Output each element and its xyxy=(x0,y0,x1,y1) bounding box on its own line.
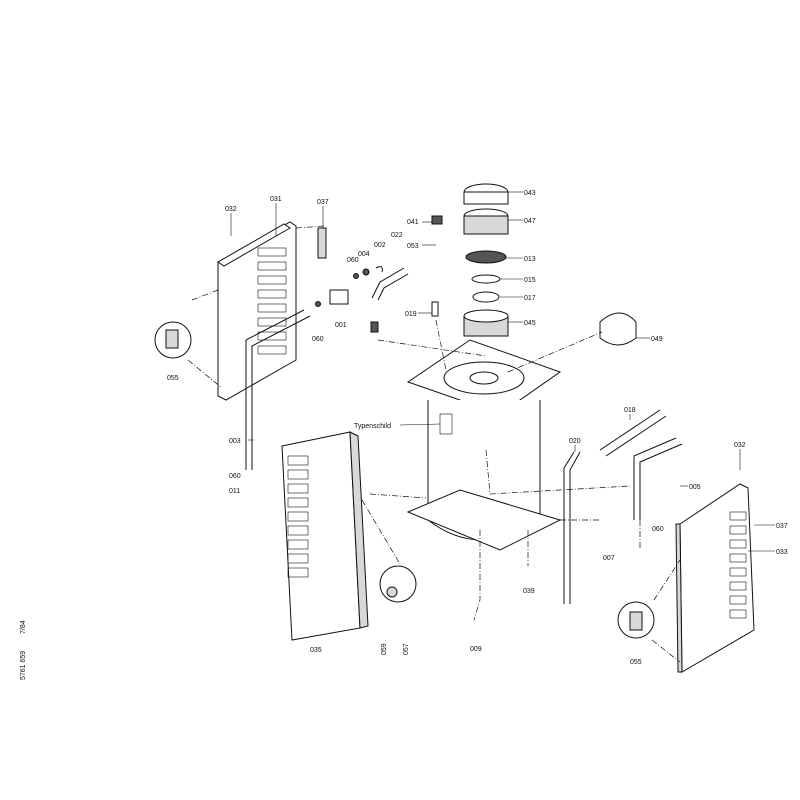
label-041: 041 xyxy=(407,219,419,226)
label-053: 053 xyxy=(407,243,419,250)
label-019: 019 xyxy=(405,311,417,318)
pipe-022 xyxy=(377,273,409,301)
pipe-003 xyxy=(251,315,311,470)
label-022: 022 xyxy=(391,232,403,239)
drawing-date: 7/84 xyxy=(20,620,27,634)
label-060: 060 xyxy=(652,526,664,533)
label-017: 017 xyxy=(524,295,536,302)
label-001: 001 xyxy=(335,322,347,329)
right-side-panel xyxy=(675,483,755,673)
part-049 xyxy=(599,312,637,346)
label-031: 031 xyxy=(270,196,282,203)
label-035: 035 xyxy=(310,647,322,654)
label-032: 032 xyxy=(734,442,746,449)
label-043: 043 xyxy=(524,190,536,197)
burner-stack xyxy=(431,183,509,337)
label-045: 045 xyxy=(524,320,536,327)
valve-001 xyxy=(329,289,349,305)
label-037: 037 xyxy=(317,199,329,206)
label-055: 055 xyxy=(167,375,179,382)
part-labels: 032 031 037 060 004 002 022 041 043 047 … xyxy=(167,190,788,666)
label-055: 055 xyxy=(630,659,642,666)
label-002: 002 xyxy=(374,242,386,249)
label-033: 033 xyxy=(776,549,788,556)
label-037: 037 xyxy=(776,523,788,530)
front-panel xyxy=(281,431,369,641)
label-018: 018 xyxy=(624,407,636,414)
label-060: 060 xyxy=(347,257,359,264)
label-003: 003 xyxy=(229,438,241,445)
water-tank xyxy=(406,339,562,551)
label-typenschild: Typenschild xyxy=(354,423,391,430)
label-059: 059 xyxy=(381,643,388,655)
drawing-number: 5761 659 xyxy=(20,651,27,680)
label-013: 013 xyxy=(524,256,536,263)
label-060: 060 xyxy=(229,473,241,480)
label-009: 009 xyxy=(470,646,482,653)
label-011: 011 xyxy=(229,488,240,495)
bracket-037 xyxy=(317,227,327,259)
label-015: 015 xyxy=(524,277,536,284)
label-039: 039 xyxy=(523,588,535,595)
label-032: 032 xyxy=(225,206,237,213)
label-020: 020 xyxy=(569,438,581,445)
label-005: 005 xyxy=(689,484,701,491)
detail-circle-059 xyxy=(379,565,417,603)
label-057: 057 xyxy=(403,643,410,655)
label-007: 007 xyxy=(603,555,615,562)
label-060: 060 xyxy=(312,336,324,343)
label-004: 004 xyxy=(358,251,370,258)
left-side-panel xyxy=(217,221,297,401)
label-047: 047 xyxy=(524,218,536,225)
label-049: 049 xyxy=(651,336,663,343)
